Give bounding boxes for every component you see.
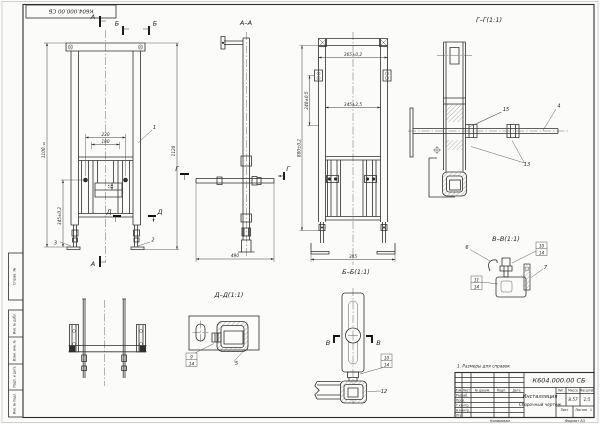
section-letter-D: Д [105,208,111,216]
dim-15: 15 [107,185,111,189]
margin-label: Взам. инв. № [13,340,17,361]
screw-icon [68,44,73,50]
svg-text:№ докум.: № докум. [475,389,490,393]
callout-15: 15 [503,107,509,113]
svg-text:Утв.: Утв. [456,414,463,418]
front-view: 230 180 15 1100₋₁₀ 345±0,2 1120 1 3 2 А … [41,13,189,268]
callout-1: 1 [153,125,156,131]
corner-stamp: К604.000.00 СБ [25,4,117,19]
callout-box-11-14: 11 14 [470,275,483,290]
svg-text:Масштаб: Масштаб [580,389,595,393]
dim-1100: 1100₋₁₀ [41,142,46,159]
view-label-vv: В–В(1:1) [492,235,520,243]
svg-text:Дата: Дата [512,389,520,393]
scale-value: 1:5 [584,397,591,402]
section-letter-A: А [90,13,95,21]
margin-label: Справ. № [13,268,17,285]
callout-3: 3 [54,241,57,247]
margin-label: Подп. и дата [13,366,17,387]
callout-box-9-14: 9 14 [185,352,198,367]
callout-7: 7 [544,265,548,271]
section-bb-view: Б–Б(1:1) 365±0,2 345±2,5 240±0,5 880±0,2… [296,32,396,276]
svg-text:Изм.: Изм. [455,389,462,393]
svg-text:Масса: Масса [568,389,578,393]
dim-1120: 1120 [171,145,176,156]
callout-5: 5 [235,361,238,367]
dim-180: 180 [102,139,110,144]
svg-text:14: 14 [189,362,195,367]
svg-text:Лист: Лист [463,389,471,393]
dim-240: 240±0,5 [304,91,309,109]
dim-880: 880±0,2 [296,139,301,157]
dim-385: 385 [349,254,357,259]
doc-name: Инсталляция [523,394,558,400]
callout-2: 2 [151,238,154,244]
svg-text:10: 10 [539,244,545,249]
svg-text:Листов: Листов [575,408,587,412]
mounting-bolt [123,177,128,183]
svg-text:Разраб.: Разраб. [456,394,468,398]
title-block: К604.000.00 СБ Инсталляция Сборочный чер… [454,371,595,419]
section-letter-V: В [326,339,331,347]
view-label-aa: А–А [239,19,252,27]
foot-detail-view: В В 10 14 12 [314,288,393,406]
callout-12: 12 [381,389,387,395]
section-letter-A: А [90,260,95,268]
callout-6: 6 [465,245,468,251]
corner-stamp-text: К604.000.00 СБ [48,8,93,14]
doc-designation: К604.000.00 СБ [533,377,586,385]
doc-type: Сборочный чертеж [519,402,562,407]
view-label-bb: Б–Б(1:1) [342,268,370,276]
svg-text:Т.контр.: Т.контр. [455,404,469,408]
margin-label: Инв. № подл. [13,393,17,414]
margin-column: Справ. № Инв. № дубл. Взам. инв. № Подп.… [8,252,24,418]
section-arrows [100,20,185,263]
mounting-bolt [83,177,88,183]
section-letter-B: Б [115,20,120,28]
view-label-dd: Д–Д(1:1) [214,291,244,299]
drawing-frame [22,3,595,419]
svg-text:14: 14 [384,363,390,368]
dim-230: 230 [102,132,110,137]
svg-text:11: 11 [474,278,480,283]
dim-490: 490 [231,253,239,258]
svg-text:Подп.: Подп. [497,389,506,393]
section-letter-G: Г [286,165,291,173]
section-letter-B: Б [153,20,158,28]
svg-text:Лист: Лист [561,408,569,412]
section-letter-G: Г [175,165,180,173]
svg-text:Пров.: Пров. [456,399,465,403]
section-dd-view: Д–Д(1:1) 9 14 5 [185,291,260,367]
dim-345: 345±0,2 [57,207,62,225]
callout-4: 4 [557,104,560,110]
dim-345i: 345±2,5 [344,102,362,107]
mass-value: 8.57 [568,397,578,402]
callout-13: 13 [524,162,530,168]
section-letter-D: Д [156,208,162,216]
svg-text:Лит.: Лит. [557,389,564,393]
view-vv: В–В(1:1) 6 7 10 14 11 14 [465,235,548,298]
dim-365: 365±0,2 [344,52,362,57]
svg-text:14: 14 [539,251,545,256]
section-letter-V: В [376,339,381,347]
plan-view [68,298,147,386]
section-gg-view: Г–Г(1:1) 15 4 13 [408,16,570,198]
svg-text:9: 9 [190,355,193,360]
callout-box-10-14: 10 14 [535,241,548,256]
sheets-value: 1 [590,408,592,412]
screw-icon [138,44,143,50]
reference-note: 1. Размеры для справок [457,364,510,369]
margin-label: Инв. № дубл. [13,313,17,334]
footer-format: Формат A3 [565,419,585,423]
svg-text:14: 14 [474,285,480,290]
section-aa-view: А–А Г 490 [195,19,291,262]
svg-text:10: 10 [384,356,390,361]
callout-box-10-14b: 10 14 [380,353,393,368]
footer-copied: Копировал [490,419,510,423]
svg-text:Н.контр.: Н.контр. [456,409,470,413]
view-label-gg: Г–Г(1:1) [476,16,502,24]
